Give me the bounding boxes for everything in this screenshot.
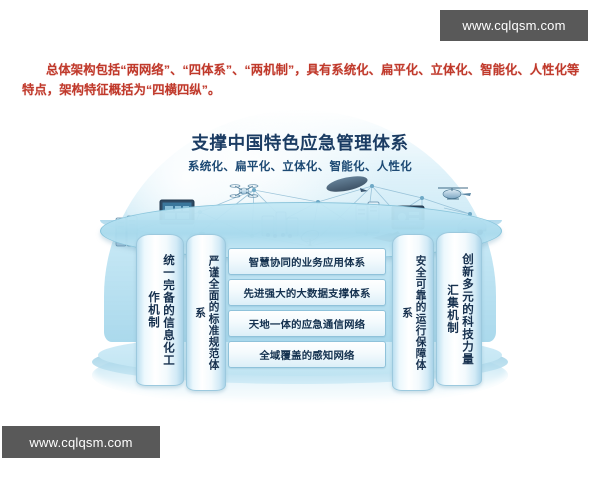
layer-emergency-communication[interactable]: 天地一体的应急通信网络: [228, 310, 386, 337]
layer-sensing-network[interactable]: 全域覆盖的感知网络: [228, 341, 386, 368]
pillar-operation-assurance[interactable]: 安全可靠的运行保障体系: [392, 234, 434, 391]
layer-label: 先进强大的大数据支撑体系: [243, 289, 371, 300]
dome-subtitle: 系统化、扁平化、立体化、智能化、人性化: [187, 161, 413, 173]
pillar-information-mechanism[interactable]: 统一完备的信息化工作机制: [136, 234, 184, 386]
pillar-label: 创新多元的科技力量汇集机制: [446, 252, 473, 366]
core-layer-stack: 智慧协同的业务应用体系 先进强大的大数据支撑体系 天地一体的应急通信网络 全域覆…: [228, 248, 386, 368]
pillar-standards-system[interactable]: 严谨全面的标准规范体系: [186, 234, 226, 391]
headline-paragraph: 总体架构包括“两网络”、“四体系”、“两机制”，具有系统化、扁平化、立体化、智能…: [22, 63, 580, 97]
layer-business-application[interactable]: 智慧协同的业务应用体系: [228, 248, 386, 275]
airship-icon: [326, 176, 368, 192]
pillar-technology-innovation[interactable]: 创新多元的科技力量汇集机制: [436, 232, 482, 386]
layer-label: 智慧协同的业务应用体系: [248, 258, 366, 269]
watermark-top: www.cqlqsm.com: [440, 10, 588, 41]
pillar-label: 严谨全面的标准规范体系: [194, 254, 220, 371]
layer-bigdata-support[interactable]: 先进强大的大数据支撑体系: [228, 279, 386, 306]
layer-label: 天地一体的应急通信网络: [248, 320, 366, 331]
pillar-label: 统一完备的信息化工作机制: [147, 253, 174, 367]
dome-title: 支撑中国特色应急管理体系: [191, 133, 409, 153]
pillar-label: 安全可靠的运行保障体系: [401, 254, 427, 371]
architecture-diagram: 支撑中国特色应急管理体系 系统化、扁平化、立体化、智能化、人性化 统一完备的信息…: [0, 108, 600, 418]
layer-label: 全域覆盖的感知网络: [259, 351, 355, 362]
drone-icon: [229, 184, 259, 198]
watermark-bottom: www.cqlqsm.com: [2, 426, 160, 458]
helicopter-icon: [438, 187, 471, 200]
